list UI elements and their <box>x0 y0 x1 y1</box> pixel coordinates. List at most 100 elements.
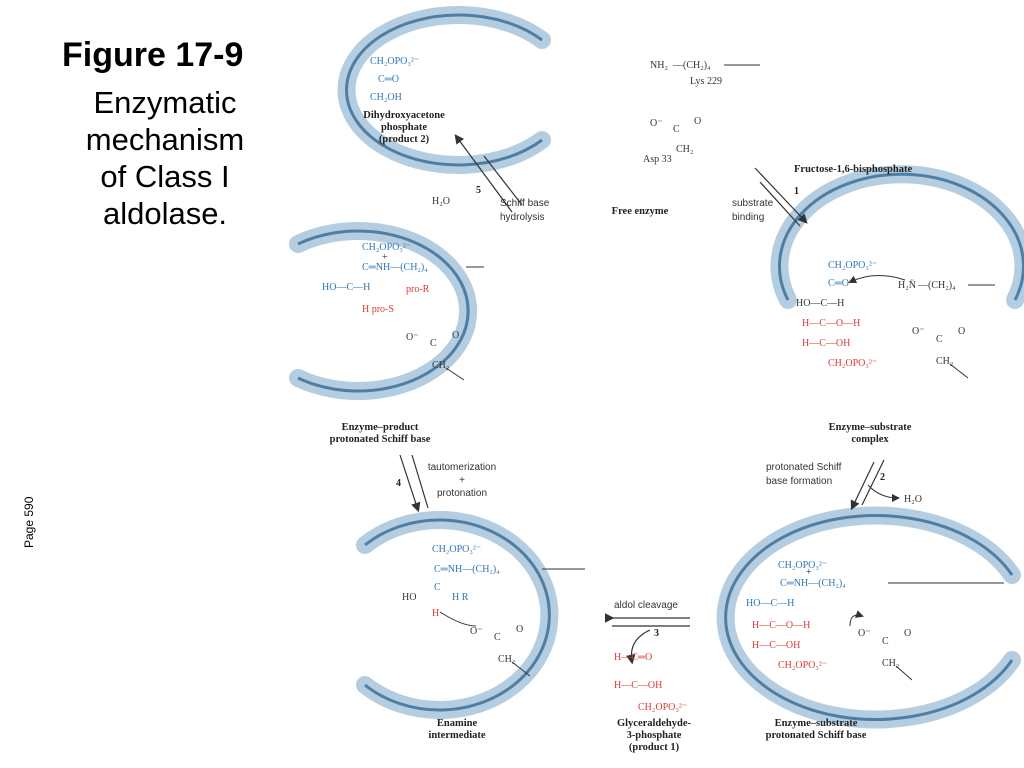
dhap-label: phosphate <box>381 122 427 133</box>
asp-o: O <box>694 116 701 127</box>
step3-side-label: aldol cleavage <box>614 600 678 611</box>
es-complex-label: Enzyme–substrate <box>829 422 912 433</box>
step4-side-label: protonation <box>437 488 487 499</box>
ring-enzyme-substrate-complex <box>770 165 1024 309</box>
step1-reagent: Fructose-1,6-bisphosphate <box>794 164 912 175</box>
en-asp-o-minus: O⁻ <box>470 626 483 637</box>
gap-line2: H—C—OH <box>614 680 662 691</box>
ep-schiff-contents: CH₂OPO₃²⁻ + C═NH—(CH₂)₄ HO—C—H pro-R H p… <box>322 242 484 445</box>
es-complex-contents: CH₂OPO₃²⁻ C═O H₂N̈ —(CH₂)₄ HO—C—H H—C—O—… <box>796 260 995 445</box>
ring-enamine-intermediate <box>356 511 559 719</box>
lys-nh2: NH₂ <box>650 60 668 71</box>
es-c-dbl-o: C═O <box>828 278 849 289</box>
eps-asp-c: C <box>430 338 437 349</box>
asp-residue-label: Asp 33 <box>643 154 672 165</box>
gap-line3: CH₂OPO₃²⁻ <box>638 702 687 713</box>
step4-side-label: tautomerization <box>428 462 496 473</box>
en-c: C <box>434 582 441 593</box>
es-ch2opo3: CH₂OPO₃²⁻ <box>828 260 877 271</box>
step5-side-label: Schiff base <box>500 198 550 209</box>
es-schiff-label: protonated Schiff base <box>766 730 867 741</box>
es-h2n: H₂N̈ <box>898 279 916 291</box>
es-asp-o: O <box>958 326 965 337</box>
es-h-c-o-h: H—C—O—H <box>802 318 860 329</box>
step2-side-label: base formation <box>766 476 832 487</box>
es-schiff-contents: CH₂OPO₃²⁻ C═NH—(CH₂)₄ + HO—C—H H—C—O—H H… <box>746 560 1004 741</box>
asp-ch2: CH₂ <box>676 144 693 155</box>
ring-enzyme-product-schiff <box>289 222 478 400</box>
step1-side-label: binding <box>732 212 764 223</box>
es-lys-chain: —(CH₂)₄ <box>917 280 956 291</box>
en-ho: HO <box>402 592 416 603</box>
step2-side-label: protonated Schiff <box>766 462 842 473</box>
dhap-label: Dihydroxyacetone <box>363 110 445 121</box>
step-2: H₂O 2 protonated Schiff base formation <box>766 459 922 511</box>
step2-number: 2 <box>880 472 885 483</box>
eps-ch2opo3: CH₂OPO₃²⁻ <box>362 242 411 253</box>
step3-number: 3 <box>654 628 659 639</box>
gap-line1: H—C═O <box>614 652 652 663</box>
figure-caption: Enzymatic mechanism of Class I aldolase. <box>40 84 290 232</box>
caption-line: of Class I <box>100 159 230 194</box>
lys-chain: —(CH₂)₄ <box>672 60 711 71</box>
enamine-contents: CH₂OPO₃²⁻ C═NH—(CH₂)₄ HO C H R H O⁻ C O … <box>402 544 585 741</box>
ess-ho-c-h: HO—C—H <box>746 598 794 609</box>
eps-pro-r: pro-R <box>406 284 430 295</box>
es-ho-c-h: HO—C—H <box>796 298 844 309</box>
step-3: 3 aldol cleavage <box>604 600 690 665</box>
en-hr: H R <box>452 592 469 603</box>
ring-free-enzyme <box>337 6 551 174</box>
ess-ch2opo3: CH₂OPO₃²⁻ <box>778 560 827 571</box>
gap-label: 3-phosphate <box>627 730 682 741</box>
ess-h-c-o-h: H—C—O—H <box>752 620 810 631</box>
eps-asp-ch2: CH₂ <box>432 360 449 371</box>
dhap-line2: C═O <box>378 74 399 85</box>
dhap-label: (product 2) <box>379 134 430 145</box>
asp-o-minus: O⁻ <box>650 118 663 129</box>
ep-schiff-label: protonated Schiff base <box>330 434 431 445</box>
es-asp-o-minus: O⁻ <box>912 326 925 337</box>
step-1: Fructose-1,6-bisphosphate 1 substrate bi… <box>732 164 912 227</box>
en-ch2opo3: CH₂OPO₃²⁻ <box>432 544 481 555</box>
eps-ho-c-h: HO—C—H <box>322 282 370 293</box>
step2-water: H₂O <box>904 494 922 505</box>
es-complex-label: complex <box>851 434 889 445</box>
es-ch2opo3-bottom: CH₂OPO₃²⁻ <box>828 358 877 369</box>
caption-line: aldolase. <box>102 196 228 231</box>
dhap-line3: CH₂OH <box>370 92 402 103</box>
gap-label: (product 1) <box>629 742 680 753</box>
ess-asp-ch2: CH₂ <box>882 658 899 669</box>
step-5: H₂O 5 Schiff base hydrolysis <box>432 134 550 223</box>
free-enzyme-contents: NH₂ —(CH₂)₄ Lys 229 O⁻ C O CH₂ Asp 33 Fr… <box>612 60 760 217</box>
es-schiff-label: Enzyme–substrate <box>775 718 858 729</box>
en-asp-ch2: CH₂ <box>498 654 515 665</box>
eps-asp-o: O <box>452 330 459 341</box>
figure-title: Figure 17-9 <box>62 36 244 74</box>
dhap-line1: CH₂OPO₃²⁻ <box>370 56 419 67</box>
caption-line: Enzymatic <box>93 85 237 120</box>
ess-asp-c: C <box>882 636 889 647</box>
asp-c: C <box>673 124 680 135</box>
en-c-nh: C═NH—(CH₂)₄ <box>434 564 500 575</box>
ring-enzyme-substrate-schiff <box>716 506 1021 729</box>
step-4: 4 tautomerization + protonation <box>396 454 496 513</box>
ess-asp-o: O <box>904 628 911 639</box>
eps-plus: + <box>382 252 388 263</box>
enamine-label: Enamine <box>437 718 478 729</box>
eps-c-nh: C═NH—(CH₂)₄ <box>362 262 428 273</box>
es-asp-c: C <box>936 334 943 345</box>
step5-water: H₂O <box>432 196 450 207</box>
gap-product: H—C═O H—C—OH CH₂OPO₃²⁻ Glyceraldehyde- 3… <box>614 652 692 753</box>
es-h-c-oh: H—C—OH <box>802 338 850 349</box>
en-asp-o: O <box>516 624 523 635</box>
eps-pro-s: H pro-S <box>362 304 394 315</box>
step1-side-label: substrate <box>732 198 774 209</box>
enamine-label: intermediate <box>428 730 485 741</box>
ess-asp-o-minus: O⁻ <box>858 628 871 639</box>
ess-ch2opo3-bottom: CH₂OPO₃²⁻ <box>778 660 827 671</box>
step4-number: 4 <box>396 478 401 489</box>
step5-number: 5 <box>476 185 481 196</box>
ess-c-nh: C═NH—(CH₂)₄ <box>780 578 846 589</box>
step1-number: 1 <box>794 186 799 197</box>
